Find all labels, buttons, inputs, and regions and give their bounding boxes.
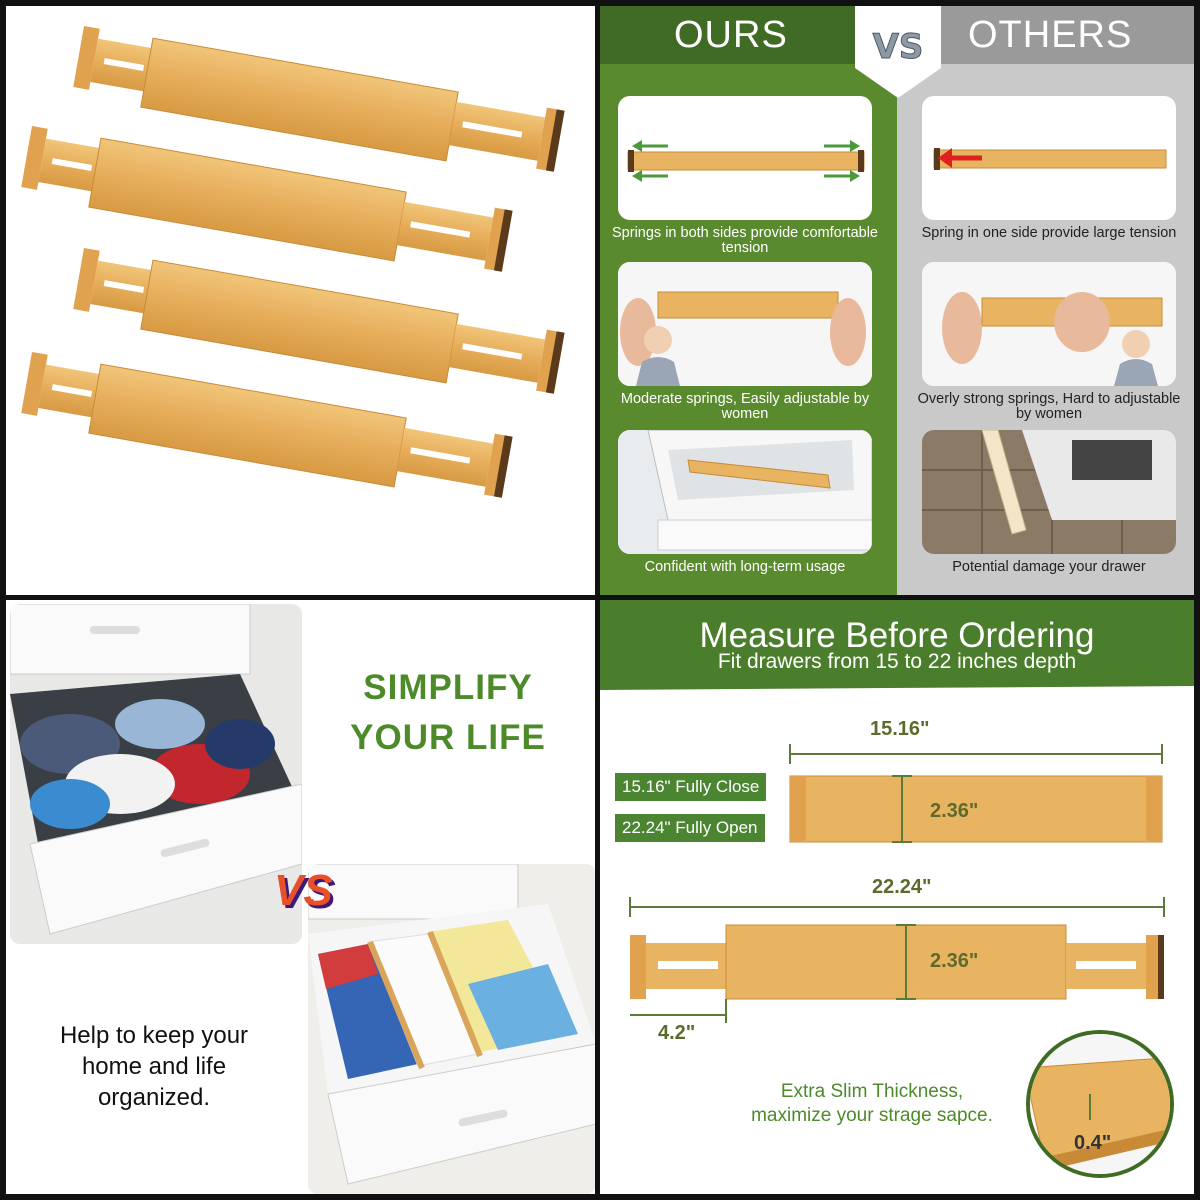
divider-both-springs-illustration <box>627 140 865 182</box>
hands-pressing-divider-illustration <box>922 262 1176 386</box>
others-card-strong <box>922 262 1176 386</box>
hands-adjusting-divider-illustration <box>618 262 872 386</box>
ours-card-longterm <box>618 430 872 554</box>
others-caption-1: Spring in one side provide large tension <box>921 225 1177 241</box>
keep-text-1: Help to keep your <box>59 1022 249 1049</box>
measure-header-banner <box>600 600 1194 690</box>
closed-divider-diagram <box>789 744 1163 843</box>
others-caption-3: Potential damage your drawer <box>952 559 1146 575</box>
slim-text-1: Extra Slim Thickness, <box>780 1081 964 1102</box>
slim-text-2: maximize your strage sapce. <box>751 1105 993 1126</box>
ours-caption-1: Springs in both sides provide comfortabl… <box>612 225 878 256</box>
keep-text-3: organized. <box>97 1084 211 1111</box>
simplify-headline-2: YOUR LIFE <box>350 718 546 757</box>
open-divider-diagram <box>629 897 1165 1023</box>
others-card-damage <box>922 430 1176 554</box>
others-card-springs <box>922 96 1176 220</box>
closed-width-label: 2.36" <box>930 800 979 822</box>
vs-text: VS <box>873 27 924 67</box>
bamboo-dividers-illustration <box>21 26 565 498</box>
others-header <box>897 6 1194 64</box>
open-length-label: 22.24" <box>872 876 932 898</box>
ours-caption-3: Confident with long-term usage <box>644 559 846 575</box>
simplify-panel: VS SIMPLIFY YOUR LIFE Help to keep your … <box>6 600 595 1194</box>
measure-title: Measure Before Ordering <box>699 616 1095 655</box>
thickness-closeup-icon <box>1026 1030 1174 1178</box>
others-title: OTHERS <box>968 14 1133 56</box>
ours-card-springs <box>618 96 872 220</box>
grid-divider-vertical <box>595 0 600 1200</box>
others-caption-2: Overly strong springs, Hard to adjustabl… <box>917 391 1181 422</box>
tag-fully-close: 15.16" Fully Close <box>615 773 767 801</box>
divider-in-drawer-illustration <box>618 430 872 554</box>
measure-panel: Measure Before Ordering Fit drawers from… <box>600 600 1194 1194</box>
tag-fully-open: 22.24" Fully Open <box>615 814 765 842</box>
ours-card-moderate <box>618 262 872 386</box>
open-width-label: 2.36" <box>930 950 979 972</box>
messy-drawer-photo <box>10 604 302 944</box>
simplify-headline-1: SIMPLIFY <box>363 668 533 707</box>
keep-text-2: home and life <box>81 1053 227 1080</box>
ours-title: OURS <box>674 14 788 56</box>
thickness-label: 0.4" <box>1074 1132 1112 1154</box>
measure-subtitle: Fit drawers from 15 to 22 inches depth <box>717 650 1077 673</box>
extension-label: 4.2" <box>658 1022 696 1044</box>
messy-clothes-illustration <box>10 604 302 944</box>
ours-caption-2: Moderate springs, Easily adjustable by w… <box>620 391 870 422</box>
ours-header <box>600 6 897 64</box>
comparison-panel: OURS OTHERS VS Springs in both sides pro… <box>600 6 1194 595</box>
vs-mark: VS <box>274 866 333 915</box>
organized-drawer-photo <box>308 864 595 1194</box>
product-image-panel <box>6 6 595 595</box>
grid-divider-horizontal <box>0 595 1200 600</box>
closed-length-label: 15.16" <box>870 718 930 740</box>
divider-one-spring-illustration <box>933 148 1167 170</box>
vs-badge-icon: VS <box>855 6 941 98</box>
damaged-drawer-illustration <box>922 430 1176 554</box>
organized-clothes-illustration <box>308 864 595 1194</box>
